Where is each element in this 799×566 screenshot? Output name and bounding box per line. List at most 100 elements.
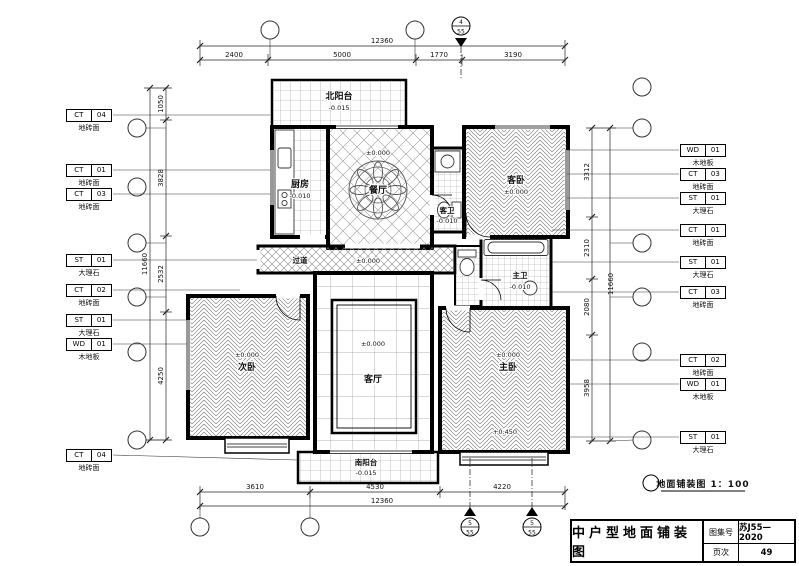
label-corridor: 过道 — [293, 255, 308, 265]
label-south-balcony: 南阳台 — [355, 457, 378, 467]
tag-code: CT — [67, 285, 92, 296]
level-living: ±0.000 — [361, 340, 385, 348]
tag-label: 地砖面 — [78, 179, 100, 187]
dim-top-2: 5000 — [333, 51, 351, 59]
drawing-title: 中户型地面铺装图 — [572, 521, 704, 561]
tag-label: 地砖面 — [692, 239, 714, 247]
section-top-num: 4 — [459, 19, 463, 26]
tag-num: 03 — [710, 288, 720, 296]
dim-bottom-3: 4220 — [493, 483, 511, 491]
dim-right-4: 3958 — [583, 379, 591, 397]
tag-label: 地砖面 — [78, 464, 100, 472]
tag-label: 木地板 — [78, 353, 100, 361]
kitchen-sink — [277, 147, 292, 169]
tag-num: 01 — [710, 258, 720, 266]
wall-openings — [185, 124, 570, 466]
dim-right-1: 3312 — [583, 163, 591, 181]
toilet-tank — [451, 201, 462, 219]
tag-code: ST — [681, 257, 706, 268]
door-swings — [275, 194, 502, 333]
room-labels: 北阳台 -0.015 厨房 -0.010 ±0.000 餐厅 客卫 -0.010… — [234, 89, 532, 478]
atlas-number-label: 图集号 — [704, 521, 739, 543]
dim-bottom-1: 3610 — [246, 483, 264, 491]
floor-medallion — [348, 160, 408, 220]
tag-label: 木地板 — [692, 393, 714, 401]
label-master-bed: 主卧 — [499, 361, 517, 373]
level-guest-bath: -0.010 — [437, 217, 458, 225]
tag-label: 地砖面 — [692, 369, 714, 377]
dimension-lines — [144, 40, 616, 510]
tag-label: 地砖面 — [78, 203, 100, 211]
dim-right-total: 11660 — [607, 273, 615, 295]
dim-left-4: 4250 — [157, 367, 165, 385]
section-b2-sheet: 55 — [528, 530, 536, 537]
label-kitchen: 厨房 — [291, 178, 309, 190]
tag-code: CT — [67, 450, 92, 461]
level-corridor: ±0.000 — [356, 257, 380, 265]
tag-label: 大理石 — [692, 271, 714, 279]
bathtub — [483, 239, 549, 256]
section-b1-num: 5 — [468, 520, 472, 527]
tag-leader-lines — [112, 114, 679, 461]
tag-num: 04 — [96, 451, 106, 459]
dim-left-1: 1050 — [157, 95, 165, 113]
room-floors — [186, 78, 570, 485]
dim-bottom-2: 4530 — [366, 483, 384, 491]
page-number-label: 页次 — [704, 544, 739, 561]
section-marker-top: 4 55 — [451, 16, 471, 80]
tag-num: 01 — [710, 194, 720, 202]
section-b2-num: 5 — [530, 520, 534, 527]
tag-num: 01 — [710, 380, 720, 388]
level-bay-window: +0.450 — [493, 428, 517, 436]
level-second-bed: ±0.000 — [235, 351, 259, 359]
tag-code: WD — [67, 339, 92, 350]
tag-code: WD — [681, 145, 706, 156]
level-south-balcony: -0.015 — [356, 469, 377, 477]
tag-code: ST — [681, 432, 706, 443]
dim-left-2: 3828 — [157, 169, 165, 187]
tag-label: 地砖面 — [692, 183, 714, 191]
dimension-text: 12360 2400 5000 1770 3190 3610 4530 4220… — [141, 37, 615, 505]
toilet-bowl-2 — [459, 258, 475, 276]
level-dining: ±0.000 — [366, 149, 390, 157]
tag-label: 大理石 — [78, 329, 100, 337]
label-north-balcony: 北阳台 — [325, 90, 352, 102]
tag-code: CT — [681, 355, 706, 366]
dim-left-total: 11660 — [141, 253, 149, 275]
level-master-bath: -0.010 — [510, 283, 531, 291]
tag-num: 03 — [96, 190, 106, 198]
title-block: 中户型地面铺装图 图集号 苏J55—2020 页次 49 — [570, 519, 796, 563]
dim-right-2: 2310 — [583, 239, 591, 257]
label-guest-bed: 客卧 — [506, 174, 525, 186]
section-marker-bottom-2: 5 55 — [522, 458, 542, 537]
living-floor-border — [330, 298, 418, 435]
wash-basin — [522, 280, 538, 296]
material-tag-right-5: ST 01 大理石 — [680, 256, 726, 280]
dim-left-3: 2532 — [157, 265, 165, 283]
dim-top-1: 2400 — [225, 51, 243, 59]
legend-text: 地面铺装图 1：100 — [656, 478, 749, 490]
grid-bubble-leaders — [146, 39, 634, 518]
tag-code: CT — [681, 287, 706, 298]
room-south-balcony — [296, 450, 440, 485]
tag-code: CT — [67, 165, 92, 176]
toilet-bowl — [437, 201, 451, 219]
tag-num: 01 — [96, 316, 106, 324]
tag-code: CT — [681, 169, 706, 180]
dim-bottom-total: 12360 — [371, 497, 393, 505]
